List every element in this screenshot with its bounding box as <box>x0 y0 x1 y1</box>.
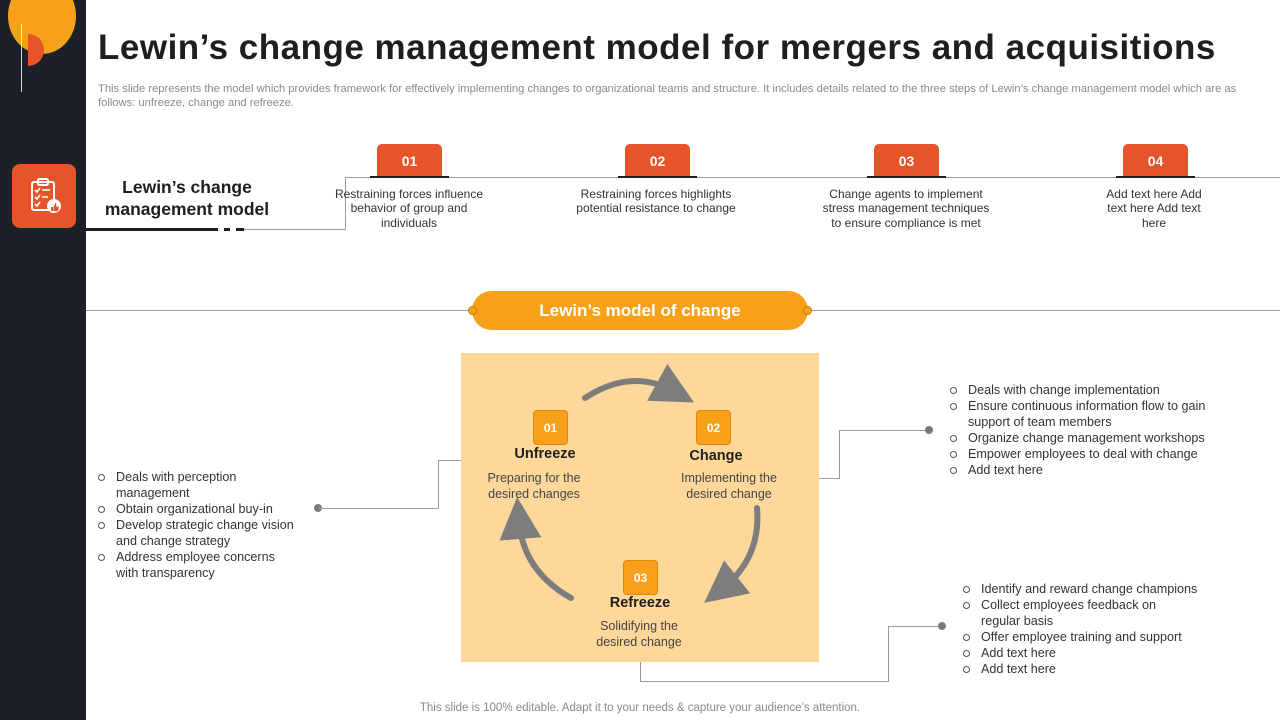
list-item: Collect employees feedback on regular ba… <box>961 597 1171 629</box>
decorative-line <box>21 24 22 92</box>
decorative-half-circle <box>28 34 44 66</box>
phase-number-badge: 02 <box>696 410 731 445</box>
connector-dot <box>938 622 946 630</box>
arrow-change-to-refreeze <box>704 505 761 603</box>
connector-line <box>640 681 888 682</box>
step-number-badge: 02 <box>625 144 690 177</box>
model-label: Lewin’s change management model <box>104 177 270 219</box>
pill-end-dot <box>468 306 477 315</box>
phase-title: Refreeze <box>609 595 671 611</box>
clipboard-checklist-icon <box>12 164 76 228</box>
list-item: Offer employee training and support <box>961 629 1221 645</box>
connector-line <box>888 626 942 627</box>
step-number-badge: 03 <box>874 144 939 177</box>
step-text: Add text here Add text here Add text her… <box>1106 187 1202 230</box>
step-base <box>1116 176 1195 178</box>
pill-end-dot <box>803 306 812 315</box>
phase-description: Preparing for the desired changes <box>487 471 581 501</box>
step-text: Restraining forces highlights potential … <box>576 187 736 216</box>
connector-line <box>438 460 439 509</box>
step-number-badge: 01 <box>377 144 442 177</box>
step-base <box>867 176 946 178</box>
list-item: Add text here <box>961 645 1221 661</box>
connector-line <box>345 177 346 230</box>
footer-note: This slide is 100% editable. Adapt it to… <box>419 702 861 714</box>
refreeze-points-list: Identify and reward change champions Col… <box>961 581 1221 677</box>
page-title: Lewin’s change management model for merg… <box>98 28 1216 67</box>
step-base <box>618 176 697 178</box>
unfreeze-points-list: Deals with perception management Obtain … <box>96 469 306 581</box>
change-points-list: Deals with change implementation Ensure … <box>948 382 1223 478</box>
connector-line <box>640 662 641 681</box>
connector-line <box>819 478 839 479</box>
connector-line <box>438 460 461 461</box>
list-item: Add text here <box>961 661 1221 677</box>
cycle-arrows <box>499 363 761 603</box>
connector-line <box>318 508 438 509</box>
phase-title: Unfreeze <box>514 446 576 462</box>
connector-line <box>839 430 840 479</box>
connector-line <box>244 229 345 230</box>
connector-dot <box>925 426 933 434</box>
list-item: Add text here <box>948 462 1223 478</box>
connector-line <box>888 626 889 682</box>
phase-title: Change <box>689 448 743 464</box>
list-item: Deals with perception management <box>96 469 258 501</box>
sidebar <box>0 0 86 720</box>
model-underline-dash <box>224 228 230 231</box>
timeline-line <box>345 177 1280 178</box>
phase-description: Implementing the desired change <box>681 471 777 501</box>
connector-line <box>839 430 929 431</box>
list-item: Empower employees to deal with change <box>948 446 1223 462</box>
list-item: Identify and reward change champions <box>961 581 1221 597</box>
phase-number-badge: 03 <box>623 560 658 595</box>
phase-number-badge: 01 <box>533 410 568 445</box>
page-subtitle: This slide represents the model which pr… <box>98 83 1237 109</box>
step-text: Change agents to implement stress manage… <box>822 187 990 230</box>
list-item: Address employee concerns with transpare… <box>96 549 288 581</box>
step-number-badge: 04 <box>1123 144 1188 177</box>
arrow-unfreeze-to-change <box>582 363 695 403</box>
arrow-refreeze-to-unfreeze <box>499 497 574 601</box>
model-underline <box>86 228 218 231</box>
cycle-panel: 01 Unfreeze Preparing for the desired ch… <box>461 353 819 662</box>
section-pill: Lewin’s model of change <box>472 291 808 330</box>
list-item: Ensure continuous information flow to ga… <box>948 398 1223 430</box>
step-text: Restraining forces influence behavior of… <box>334 187 484 230</box>
step-base <box>370 176 449 178</box>
list-item: Deals with change implementation <box>948 382 1223 398</box>
list-item: Develop strategic change vision and chan… <box>96 517 306 549</box>
list-item: Obtain organizational buy-in <box>96 501 306 517</box>
list-item: Organize change management workshops <box>948 430 1223 446</box>
phase-description: Solidifying the desired change <box>596 619 682 649</box>
model-underline-dash <box>236 228 244 231</box>
